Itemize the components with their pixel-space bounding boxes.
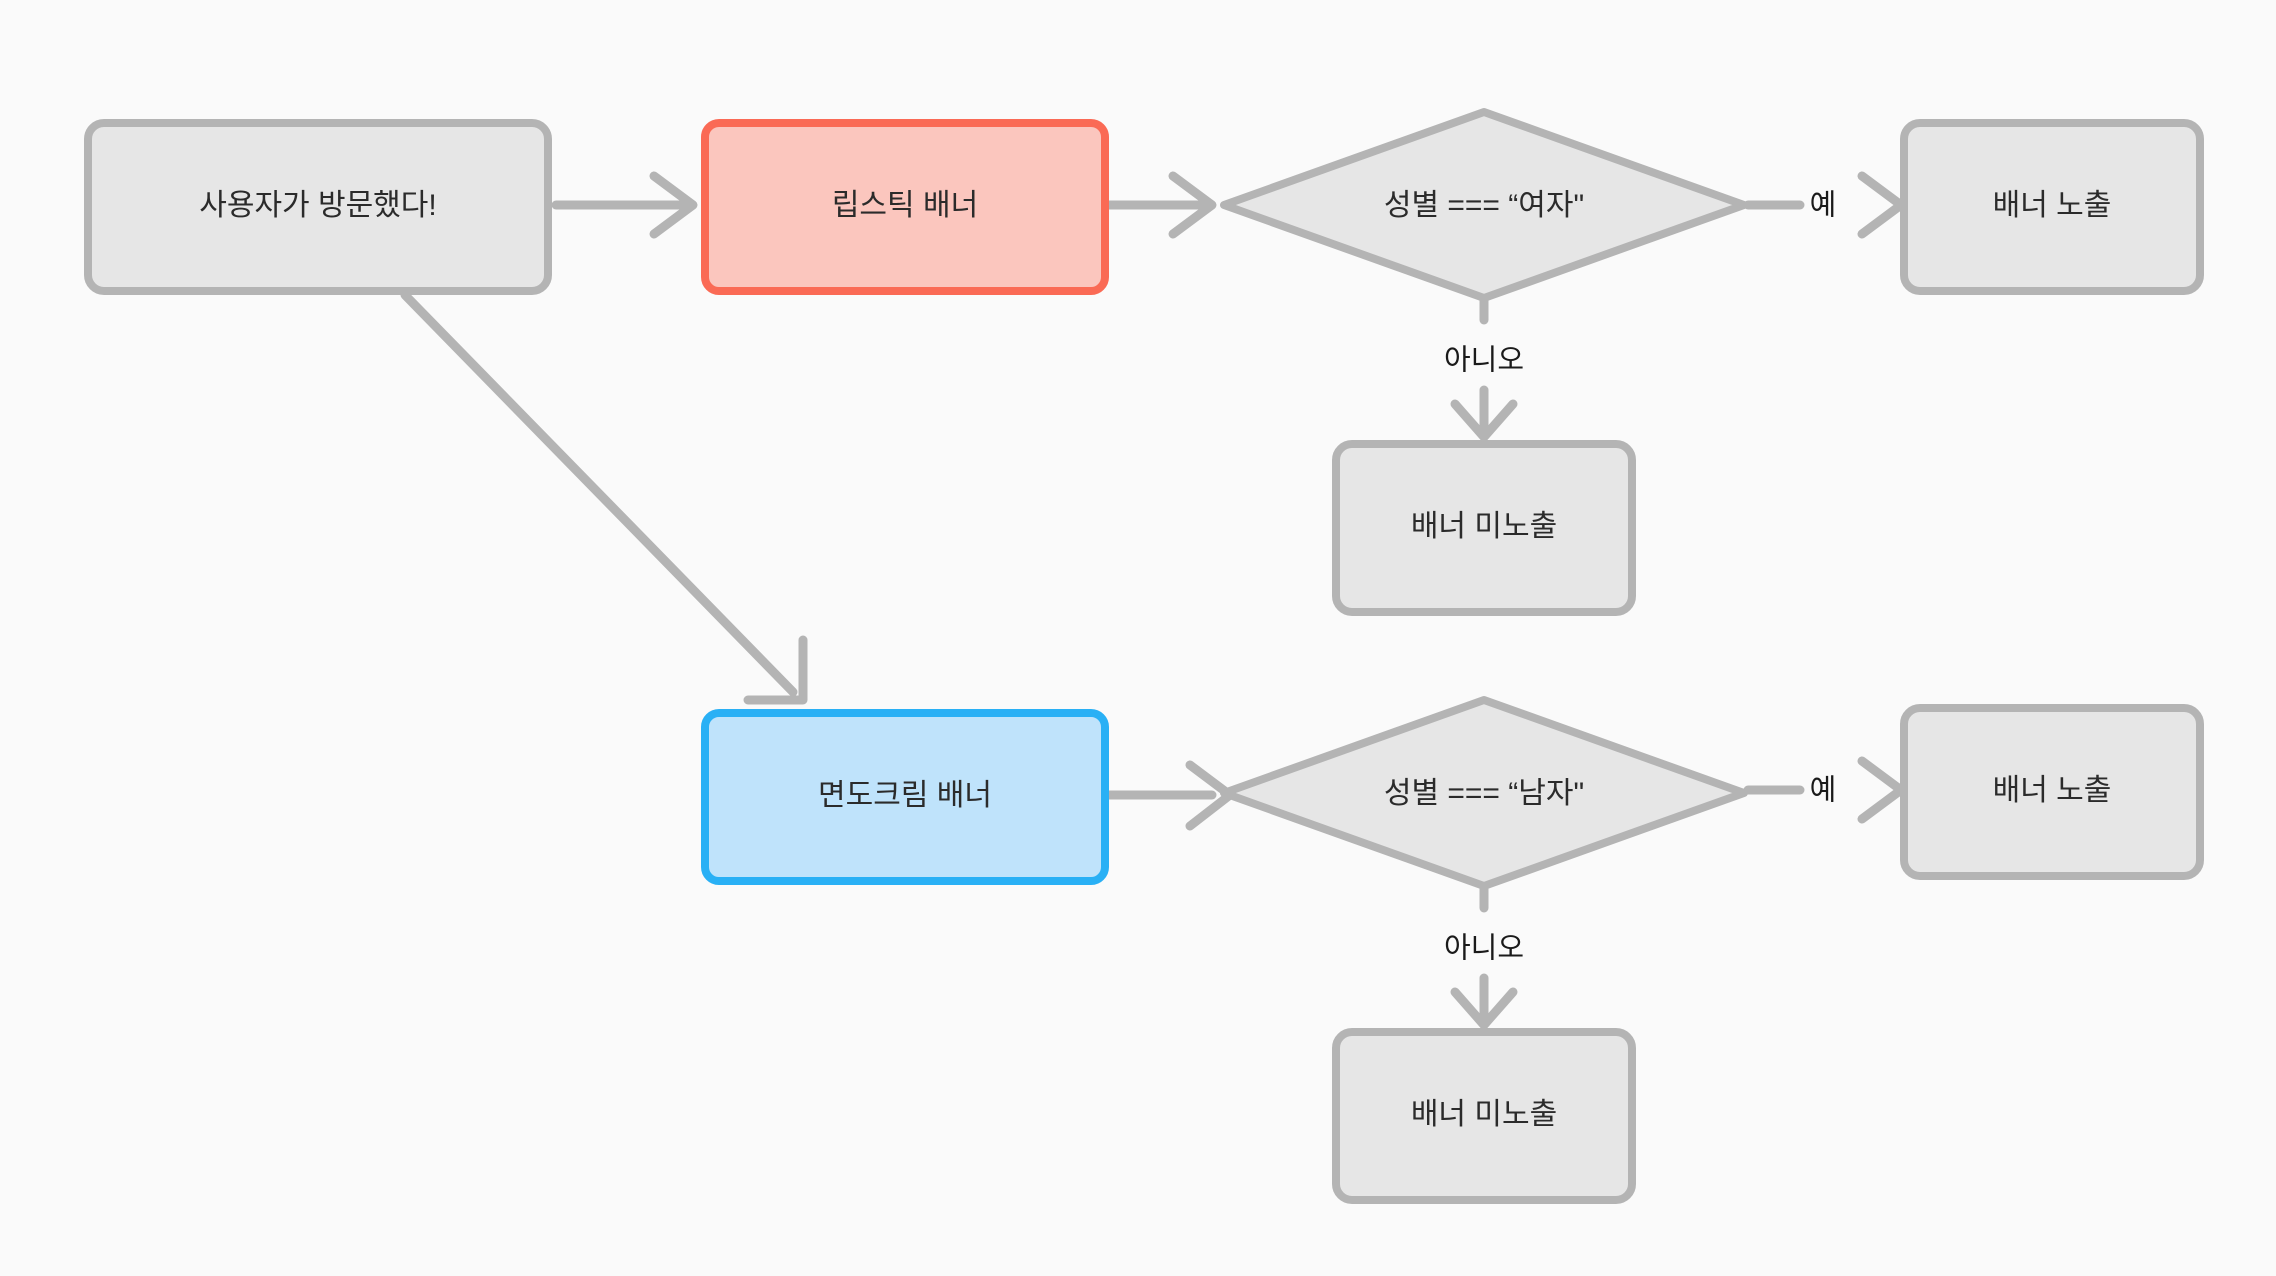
node-hide-banner-top[interactable]: 배너 미노출 (1332, 440, 1636, 616)
node-shaving-cream-banner-shape (701, 709, 1109, 885)
node-lipstick-banner-shape (701, 119, 1109, 295)
node-condition-female[interactable]: 성별 === “여자" (1220, 108, 1748, 302)
edge-label-no-bottom: 아니오 (1444, 933, 1524, 965)
node-show-banner-top[interactable]: 배너 노출 (1900, 119, 2204, 295)
node-condition-female-label: 성별 === “여자" (1384, 189, 1584, 222)
node-shaving-cream-banner-label: 면도크림 배너 (818, 779, 992, 812)
node-show-banner-bottom[interactable]: 배너 노출 (1900, 704, 2204, 880)
edge-label-yes-top: 예 (1810, 190, 1837, 222)
node-hide-banner-top-label: 배너 미노출 (1411, 510, 1557, 543)
node-condition-male-label: 성별 === “남자" (1384, 777, 1584, 810)
node-show-banner-top-shape (1900, 119, 2204, 295)
edge-lipstick-to-condfemale (1100, 171, 1217, 239)
edge-label-no-top: 아니오 (1444, 345, 1524, 377)
edge-start-to-lipstick (551, 171, 698, 239)
node-condition-male[interactable]: 성별 === “남자" (1220, 696, 1748, 890)
node-show-banner-top-label: 배너 노출 (1993, 189, 2112, 222)
node-hide-banner-bottom-label: 배너 미노출 (1411, 1098, 1557, 1131)
node-start-label: 사용자가 방문했다! (199, 189, 436, 222)
edge-shaving-to-condmale (1100, 760, 1235, 831)
node-start[interactable]: 사용자가 방문했다! (84, 119, 552, 295)
node-hide-banner-top-shape (1332, 440, 1636, 616)
node-show-banner-bottom-shape (1900, 704, 2204, 880)
edge-label-yes-bottom: 예 (1810, 775, 1837, 807)
node-condition-female-shape (1220, 108, 1748, 302)
node-hide-banner-bottom[interactable]: 배너 미노출 (1332, 1028, 1636, 1204)
node-lipstick-banner-label: 립스틱 배너 (832, 189, 978, 222)
node-show-banner-bottom-label: 배너 노출 (1993, 774, 2112, 807)
node-hide-banner-bottom-shape (1332, 1028, 1636, 1204)
node-shaving-cream-banner[interactable]: 면도크림 배너 (701, 709, 1109, 885)
edge-start-to-shaving (400, 290, 808, 705)
node-condition-male-shape (1220, 696, 1748, 890)
node-lipstick-banner[interactable]: 립스틱 배너 (701, 119, 1109, 295)
node-start-shape (84, 119, 552, 295)
